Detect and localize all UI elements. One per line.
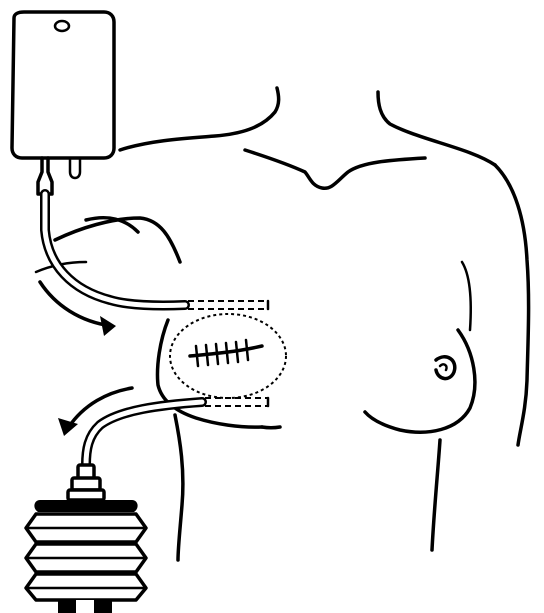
inflow-tube	[45, 194, 268, 309]
right-breast	[365, 330, 475, 432]
side-port	[70, 158, 80, 178]
irrigation-bag	[12, 12, 114, 194]
inflow-arrowhead	[100, 316, 116, 336]
suction-drain-bellows	[26, 465, 146, 613]
sutured-incision	[190, 340, 262, 366]
incision-area	[170, 314, 286, 398]
